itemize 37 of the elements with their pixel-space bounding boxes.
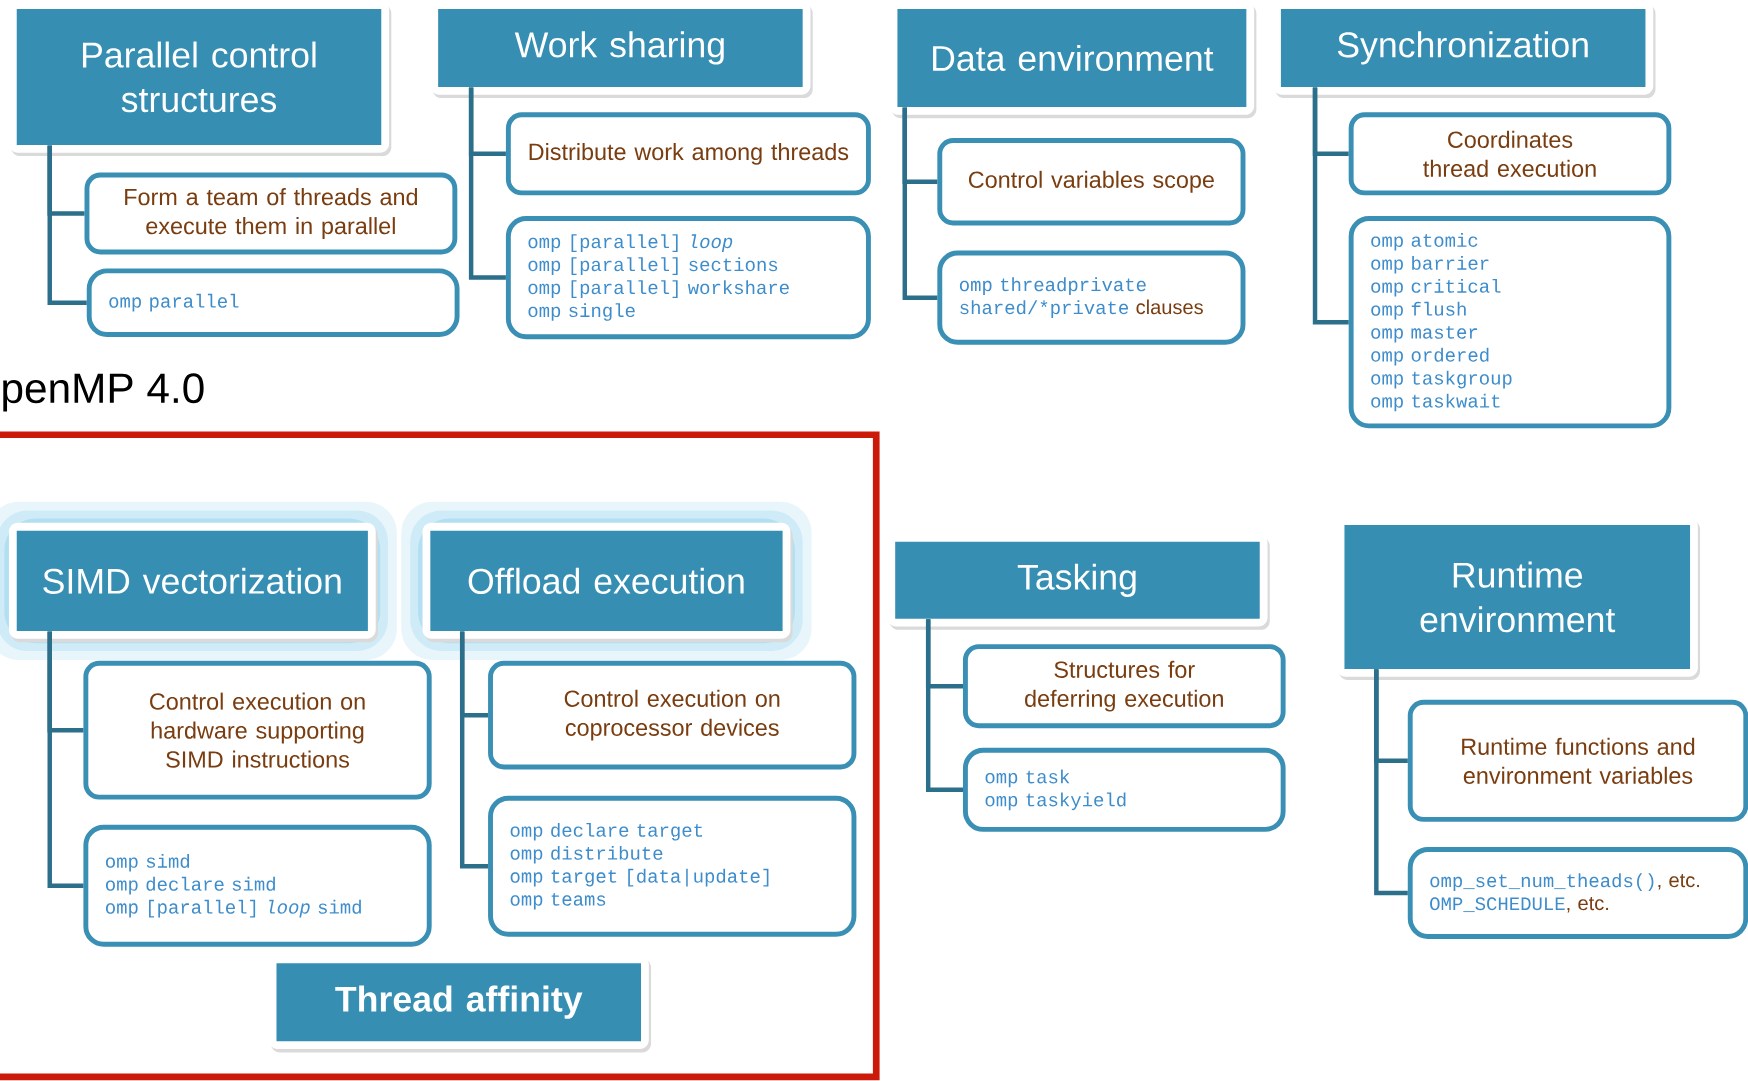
code-box: omp declare target omp distribute omp target [data|update] omp teams: [488, 795, 857, 937]
description-box: Distribute work among threads: [505, 112, 871, 196]
description-box: Control variables scope: [937, 137, 1246, 226]
connector-line: [925, 619, 963, 792]
description-box: Structures for deferring execution: [962, 643, 1286, 728]
connector-line: [468, 87, 506, 280]
connector-line: [459, 631, 489, 869]
code-box: omp [parallel] loop omp [parallel] sections omp [parallel] workshare omp single: [505, 215, 871, 339]
header-box: Runtime environment: [1336, 517, 1701, 680]
connector-line: [902, 107, 938, 300]
connector-line: [47, 631, 84, 888]
code-box: omp atomic omp barrier omp critical omp flush omp master omp ordered omp taskgroup omp taskwait: [1348, 215, 1672, 429]
code-box: omp simd omp declare simd omp [parallel] loop simd: [83, 824, 432, 947]
node-label: Parallel control structures: [82, 41, 316, 113]
header-box: Tasking: [887, 533, 1270, 630]
code-box: omp parallel: [86, 268, 460, 337]
connector-line: [47, 145, 87, 305]
description-box: Control execution on hardware supporting SIMD instructions: [83, 660, 432, 800]
code-box: omp task omp taskyield: [962, 747, 1286, 832]
header-box: Thread affinity: [268, 955, 652, 1053]
header-box: Synchronization: [1273, 0, 1656, 98]
code-box: omp threadprivate shared/*private clauses: [937, 250, 1246, 345]
header-box: Offload execution: [401, 501, 812, 660]
node-label: Thread affinity: [335, 985, 583, 1019]
header-box: Work sharing: [430, 0, 813, 98]
connector-line: [1312, 87, 1349, 325]
description-box: Runtime functions and environment variables: [1407, 699, 1748, 822]
description-box: Form a team of threads and execute them in parallel: [84, 172, 458, 255]
header-box: SIMD vectorization: [0, 501, 397, 660]
frame-heading: penMP 4.0: [3, 373, 204, 412]
description-box: Control execution on coprocessor devices: [488, 660, 857, 770]
description-box: Coordinates thread execution: [1348, 112, 1672, 196]
connector-line: [1374, 669, 1408, 895]
header-box: Data environment: [889, 0, 1257, 118]
node-label: Tasking: [1017, 563, 1136, 597]
header-box: Parallel control structures: [8, 0, 392, 156]
code-box: omp_set_num_theads() , etc. OMP_SCHEDULE, etc.: [1407, 846, 1748, 939]
